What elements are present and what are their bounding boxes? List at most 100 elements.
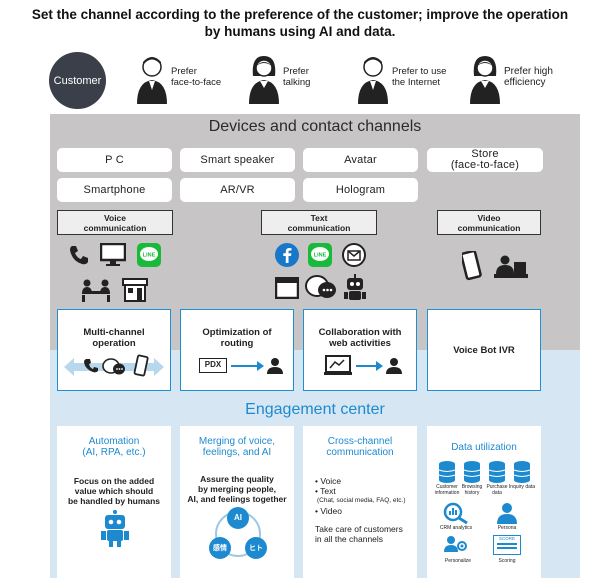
db-label-inquiry: Inquiry data bbox=[508, 484, 536, 490]
persona-3-line1: Prefer to use bbox=[392, 66, 447, 77]
card1-body1: Focus on the added bbox=[73, 476, 155, 486]
text-comm-line1: Text bbox=[310, 212, 328, 223]
channel-store-line1: Store bbox=[471, 148, 499, 160]
man-icon bbox=[358, 57, 388, 104]
svg-text:LINE: LINE bbox=[314, 253, 327, 259]
card3-item-text-detail: (Chat, social media, FAQ, etc.) bbox=[317, 497, 406, 504]
persona-4-line1: Prefer high bbox=[504, 66, 553, 77]
mid3-line2: web activities bbox=[329, 337, 391, 349]
crm-analytics-icon bbox=[443, 502, 468, 524]
card3-body2: in all the channels bbox=[315, 534, 384, 544]
monitor-icon bbox=[100, 243, 126, 266]
devices-section-title: Devices and contact channels bbox=[208, 118, 422, 135]
card3-item-voice: • Voice bbox=[315, 476, 342, 486]
card2-title2: feelings, and AI bbox=[202, 447, 272, 458]
mid4-label: Voice Bot IVR bbox=[453, 345, 515, 356]
routing-arrow-icon bbox=[231, 358, 283, 374]
woman-icon bbox=[470, 56, 500, 104]
persona-label: Persona bbox=[497, 525, 517, 531]
data-utilization-card: Data utilization Customer information Br… bbox=[427, 426, 541, 578]
card2-body3: AI, and feelings together bbox=[187, 494, 287, 504]
channel-store-line2: (face-to-face) bbox=[450, 159, 520, 171]
facebook-icon bbox=[275, 243, 299, 267]
page-title: Set the channel according to the prefere… bbox=[0, 6, 600, 40]
line-icon: LINE bbox=[137, 243, 161, 267]
text-comm-line2: communication bbox=[287, 222, 351, 233]
man-icon bbox=[137, 57, 167, 104]
video-call-icon bbox=[494, 255, 528, 278]
channel-ar-vr: AR/VR bbox=[180, 178, 295, 202]
channel-hologram: Hologram bbox=[303, 178, 418, 202]
robot-icon bbox=[344, 274, 366, 300]
card4-title: Data utilization bbox=[451, 442, 517, 453]
card2-body2: by merging people, bbox=[198, 484, 276, 494]
card1-body3: be handled by humans bbox=[67, 496, 161, 506]
woman-icon bbox=[249, 56, 279, 104]
persona-icon bbox=[497, 503, 517, 524]
pdx-tag: PDX bbox=[199, 358, 227, 373]
voice-comm-line2: communication bbox=[83, 222, 147, 233]
card2-title1: Merging of voice, bbox=[198, 436, 276, 447]
scoring-label: Scoring bbox=[498, 558, 516, 564]
phone-icon bbox=[70, 246, 88, 265]
crm-analytics-label: CRM analytics bbox=[439, 525, 473, 531]
smartphone-icon bbox=[462, 251, 482, 281]
title-line-1: Set the channel according to the prefere… bbox=[31, 7, 569, 22]
scoring-icon: SCORE bbox=[493, 535, 521, 555]
channel-pc: P C bbox=[57, 148, 172, 172]
card3-body1: Take care of customers bbox=[315, 524, 403, 534]
mid2-line2: routing bbox=[220, 337, 254, 349]
multi-channel-icon bbox=[64, 354, 164, 377]
personalize-label: Personalize bbox=[444, 558, 472, 564]
engagement-center-title: Engagement center bbox=[245, 401, 385, 418]
mail-icon bbox=[342, 243, 366, 267]
persona-2-line1: Prefer bbox=[283, 66, 309, 77]
merging-card: Merging of voice,feelings, and AI Assure… bbox=[180, 426, 294, 578]
line-icon: LINE bbox=[308, 243, 332, 267]
robot-icon bbox=[101, 510, 129, 547]
web-activity-icon bbox=[324, 355, 402, 375]
card3-item-video: • Video bbox=[315, 506, 342, 516]
db-label-purchase: Purchase data bbox=[486, 484, 508, 496]
mid2-line1: Optimization of bbox=[202, 327, 272, 338]
persona-1-line2: face-to-face bbox=[171, 77, 222, 88]
video-comm-line2: communication bbox=[457, 222, 521, 233]
card1-title1: Automation bbox=[88, 436, 140, 447]
channel-smartphone: Smartphone bbox=[57, 178, 172, 202]
chat-icon bbox=[305, 275, 336, 298]
db-label-browsing: Browsing history bbox=[461, 484, 483, 496]
channel-avatar: Avatar bbox=[303, 148, 418, 172]
meeting-icon bbox=[82, 279, 110, 302]
personalize-icon bbox=[444, 536, 467, 552]
voice-comm-line1: Voice bbox=[103, 212, 127, 223]
automation-card: Automation(AI, RPA, etc.) Focus on the a… bbox=[57, 426, 171, 578]
mid1-line2: operation bbox=[92, 337, 136, 349]
ai-circle-label: AI bbox=[234, 513, 242, 522]
card1-title2: (AI, RPA, etc.) bbox=[82, 447, 146, 458]
svg-text:LINE: LINE bbox=[143, 253, 156, 259]
card3-title2: communication bbox=[326, 447, 394, 458]
persona-3-line2: the Internet bbox=[392, 77, 441, 88]
database-icons bbox=[438, 461, 531, 483]
card1-body2: value which should bbox=[74, 486, 154, 496]
store-icon bbox=[122, 278, 148, 302]
db-label-customer: Customer information bbox=[434, 484, 460, 496]
feelings-circle-label: 感情 bbox=[213, 545, 227, 552]
voice-bot-ivr-box: Voice Bot IVR bbox=[427, 309, 541, 391]
people-circle-label: ヒト bbox=[249, 545, 263, 552]
video-comm-line1: Video bbox=[477, 212, 501, 223]
persona-2-line2: talking bbox=[283, 77, 311, 88]
card2-body1: Assure the quality bbox=[200, 474, 274, 484]
title-line-2: by humans using AI and data. bbox=[204, 24, 396, 39]
card3-item-text: • Text bbox=[315, 486, 336, 496]
mid3-line1: Collaboration with bbox=[318, 327, 402, 338]
browser-icon bbox=[275, 277, 299, 299]
channel-store: Store (face-to-face) bbox=[427, 148, 543, 172]
channel-smart-speaker: Smart speaker bbox=[180, 148, 295, 172]
persona-1-line1: Prefer bbox=[171, 66, 197, 77]
